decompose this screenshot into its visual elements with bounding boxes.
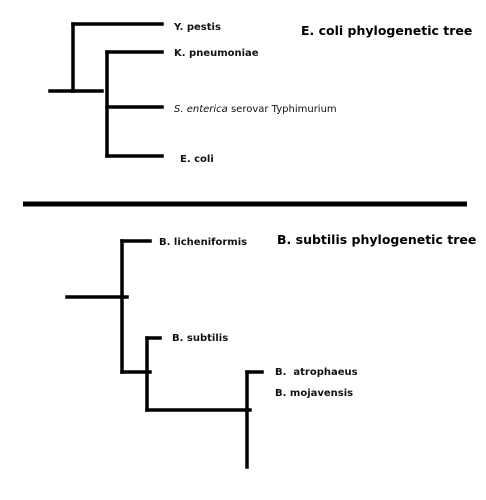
taxon-label-k-pneumoniae: K. pneumoniae [174, 48, 259, 59]
ecoli-tree-title: E. coli phylogenetic tree [301, 23, 472, 38]
taxon-species-italic: S. enterica [174, 104, 228, 115]
taxon-serovar: serovar Typhimurium [228, 104, 337, 115]
taxon-label-b-subtilis: B. subtilis [172, 333, 228, 344]
ecoli-tree: Y. pestis K. pneumoniae S. enterica sero… [48, 22, 472, 165]
taxon-label-b-licheniformis: B. licheniformis [159, 237, 247, 248]
taxon-label-b-atrophaeus: B. atrophaeus [275, 367, 358, 378]
taxon-label-y-pestis: Y. pestis [173, 22, 221, 33]
taxon-label-s-enterica: S. enterica serovar Typhimurium [174, 104, 337, 115]
bsubtilis-tree: B. licheniformis B. subtilis B. atrophae… [65, 232, 476, 469]
bsubtilis-tree-title: B. subtilis phylogenetic tree [277, 232, 476, 247]
taxon-label-e-coli: E. coli [180, 154, 214, 165]
taxon-label-b-mojavensis: B. mojavensis [275, 388, 353, 399]
